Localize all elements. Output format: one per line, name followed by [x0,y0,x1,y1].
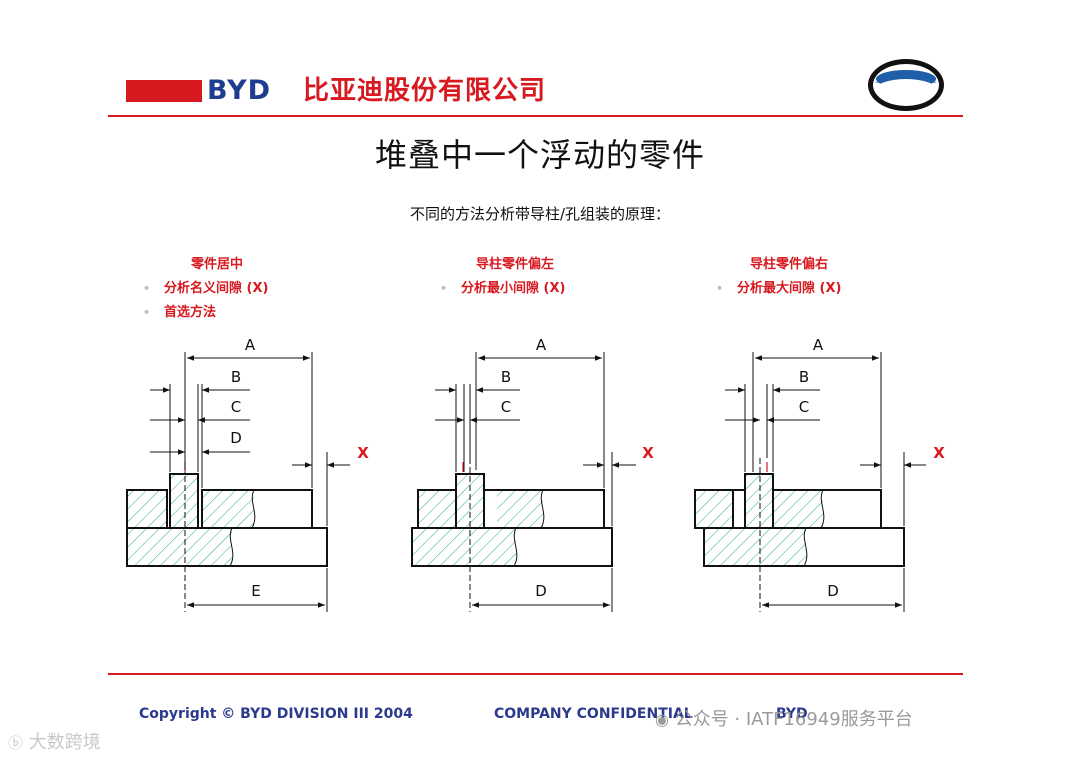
bullet-dot-icon: • [143,306,151,319]
footer-copyright: Copyright © BYD DIVISION III 2004 [139,706,413,722]
dim-label-a: A [245,336,256,354]
upper-plate-left [417,489,457,529]
dim-label-b: B [231,368,241,386]
watermark-logo-icon: ⓑ [8,734,24,752]
dim-label-a: A [813,336,824,354]
guide-pin [744,473,774,529]
upper-plate-left [126,489,168,529]
emblem-label: BYD [896,98,916,108]
dim-label-x: X [933,444,945,462]
case3-heading: 导柱零件偏右 [750,257,829,272]
dim-label-b: B [501,368,511,386]
diagram-pin-left: A B C X D [411,336,654,612]
footer-right-text: BYD [776,706,808,722]
upper-plate-right [772,489,882,529]
dim-label-x: X [357,444,369,462]
case2-heading: 导柱零件偏左 [476,257,555,272]
footer-confidential: COMPANY CONFIDENTIAL [494,706,693,722]
guide-pin [455,473,485,529]
dim-label-x: X [642,444,654,462]
watermark-left: ⓑ 大数跨境 [8,732,101,753]
dim-label-b: B [799,368,809,386]
dim-label-c: C [799,398,809,416]
dim-label-c: C [501,398,511,416]
case1-heading: 零件居中 [191,257,244,272]
bullet-dot-icon: • [716,282,724,295]
header-rule [108,115,963,117]
page-title: 堆叠中一个浮动的零件 [374,136,705,174]
upper-plate-left [694,489,734,529]
dim-label-a: A [536,336,547,354]
diagram-pin-right: A B C X D [694,336,945,612]
footer-rule [108,673,963,675]
byd-logo-text: BYD [207,75,272,106]
wechat-icon: ◉ [655,710,669,729]
page-subtitle: 不同的方法分析带导柱/孔组装的原理： [409,205,671,223]
bullet-dot-icon: • [440,282,448,295]
dim-label-d: D [230,429,242,447]
byd-emblem-icon: BYD [868,59,944,111]
upper-plate-right [483,489,605,529]
case1-bullet: •首选方法 [143,305,217,320]
dim-label-bottom: D [827,582,839,600]
logo-red-bar [126,80,202,102]
dim-label-c: C [231,398,241,416]
dim-label-bottom: D [535,582,547,600]
diagram-centered: A B C D X E [126,336,369,612]
case1-bullet: •分析名义间隙 (X) [143,281,269,296]
guide-pin [169,473,199,529]
watermark-right: ◉ 公众号 · IATF16949服务平台 [655,709,913,730]
bullet-dot-icon: • [143,282,151,295]
dim-label-bottom: E [251,582,260,600]
company-name: 比亚迪股份有限公司 [303,76,547,106]
case3-bullet: •分析最大间隙 (X) [716,281,842,296]
case2-bullet: •分析最小间隙 (X) [440,281,566,296]
